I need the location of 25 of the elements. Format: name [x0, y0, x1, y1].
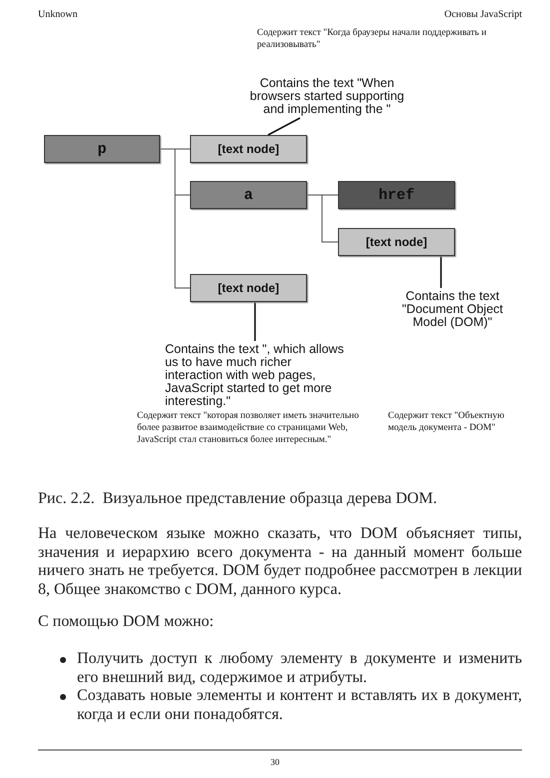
tree-node-box: href — [338, 181, 455, 209]
translation-note: Содержит текст "которая позволяет иметь значительно более развитое взаимодействие со страницами Web, JavaScript стал становиться более интересным." — [137, 410, 360, 446]
body-paragraph: На человеческом языке можно сказать, что DOM объясняет типы, значения и иерархию всего документа - на данный момент больше ничего знать не требуется. DOM будет подробнее рассмотрен в лекции 8, Общее знакомство с DOM, данного курса. — [38, 525, 522, 599]
tree-node-box: [text node] — [190, 274, 307, 302]
page-number: 30 — [270, 756, 280, 768]
tree-connector — [306, 194, 338, 242]
callout-text: Contains the text "Document Object Model (DOM)" — [390, 290, 515, 329]
figure-caption: Рис. 2.2. Визуальное представление образца дерева DOM. — [38, 490, 437, 508]
list-item: Получить доступ к любому элементу в документе и изменить его внешний вид, содержимое и атрибуты. — [77, 650, 522, 687]
running-header: Основы JavaScript — [444, 9, 522, 21]
translation-note: Содержит текст "Когда браузеры начали поддерживать и реализовывать" — [257, 27, 488, 51]
tree-node-box: p — [44, 135, 160, 163]
callout-text: Contains the text ", which allows us to have much richer interaction with web pages, JavaScript started to get more interesting." — [165, 343, 345, 408]
translation-note: Содержит текст "Объектную модель документа - DOM" — [388, 410, 506, 434]
tree-node-box: [text node] — [190, 135, 307, 163]
running-header: Unknown — [38, 9, 78, 21]
leader-line — [254, 302, 256, 341]
leader-line — [440, 256, 442, 288]
tree-node-box: [text node] — [338, 228, 455, 256]
body-paragraph: С помощью DOM можно: — [38, 613, 214, 632]
tree-connector — [160, 148, 190, 288]
callout-text: Contains the text "When browsers started supporting and implementing the " — [246, 77, 408, 116]
list-item: Создавать новые элементы и контент и вставлять их в документ, когда и если они понадобятся. — [77, 687, 522, 724]
leader-line — [268, 117, 300, 136]
tree-node-box: a — [190, 181, 307, 209]
